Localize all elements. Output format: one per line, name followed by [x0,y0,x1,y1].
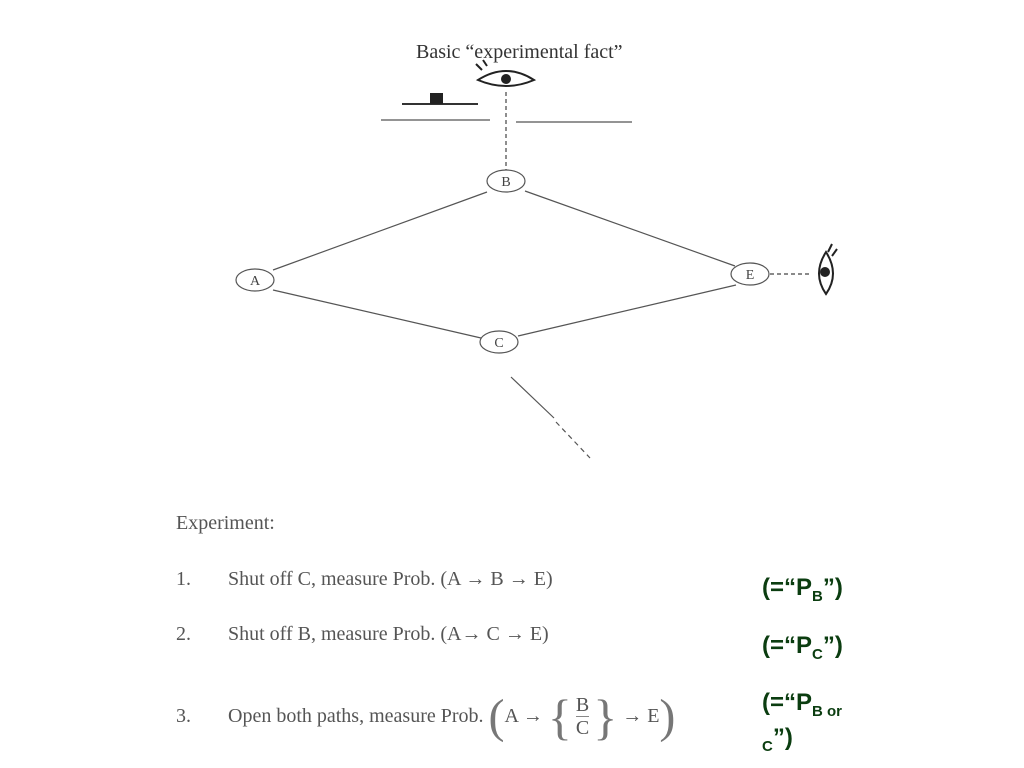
result-subscript-line2: C [762,737,773,755]
experiment-step-1: 1. Shut off C, measure Prob. (A → B → E) [176,568,553,591]
svg-text:E: E [746,268,755,283]
step-number: 1. [176,568,191,590]
node-a: A [235,268,275,292]
result-suffix: ”) [822,574,843,601]
path-c-e [517,284,737,337]
result-pb-or-c: (=“PB or C”) [762,690,882,760]
svg-text:C: C [494,336,503,351]
svg-text:A: A [250,274,261,289]
experiment-step-2: 2. Shut off B, measure Prob. (A→ C → E) [176,623,549,646]
experiment-step-3: 3. Open both paths, measure Prob. (A → {B… [176,688,676,745]
step-number: 3. [176,705,191,727]
path-b-e [524,190,736,267]
formula-open-brace: { [547,688,572,745]
right-eye-icon [818,243,838,296]
result-prefix: (=“P [762,574,813,601]
top-eye-icon [475,59,537,87]
node-c: C [479,330,519,354]
formula-end: → E [622,705,660,727]
result-pb: (=“PB”) [762,575,843,610]
result-suffix: ”) [772,723,793,751]
step-text: Shut off B, measure Prob. (A→ C → E) [228,623,549,645]
node-b: B [486,169,526,193]
formula-start: A → [504,705,543,727]
svg-text:B: B [501,175,510,190]
extra-path-dashed [555,421,591,459]
result-suffix: ”) [822,632,843,659]
experiment-heading: Experiment: [176,512,275,534]
result-subscript: B or [812,702,843,720]
extra-path-solid [510,376,555,419]
formula-close-brace: } [593,688,618,745]
result-pc: (=“PC”) [762,633,843,668]
result-prefix: (=“P [762,632,813,659]
path-a-b [272,191,488,271]
diagram-title: Basic “experimental fact” [416,41,623,63]
result-subscript: B [812,587,823,605]
path-a-c [272,289,482,339]
shutter-block [402,93,478,105]
stack-bottom: C [575,717,590,739]
interferometer-diagram: Basic “experimental fact” A B C E [235,41,838,459]
formula-open-paren: ( [488,689,505,743]
step-number: 2. [176,623,191,645]
step-text: Open both paths, measure Prob. [228,705,484,727]
formula-close-paren: ) [659,689,676,743]
result-subscript: C [812,645,823,663]
node-e: E [730,262,770,286]
result-prefix: (=“P [762,689,813,716]
stack-top: B [575,694,590,717]
step-text: Shut off C, measure Prob. (A → B → E) [228,568,553,590]
